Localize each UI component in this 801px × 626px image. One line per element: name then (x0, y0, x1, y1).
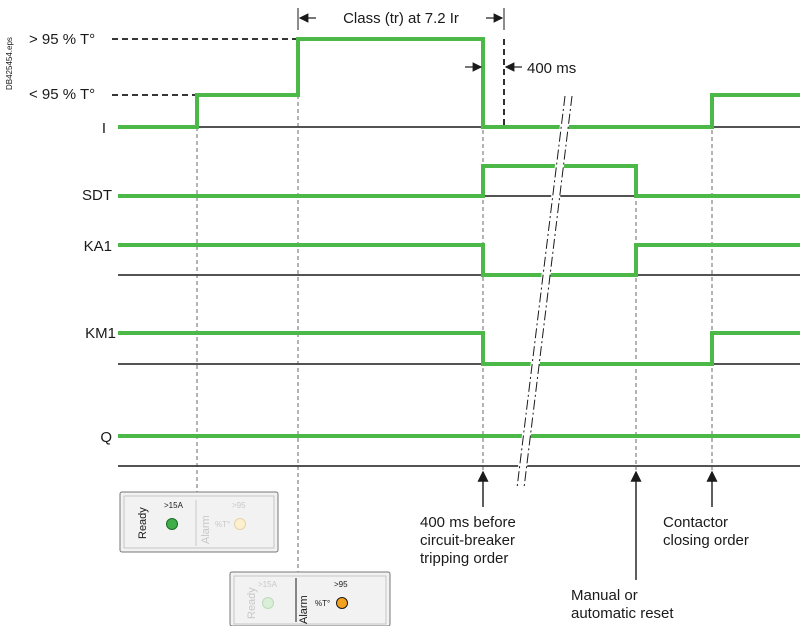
delay-label: 400 ms (527, 60, 576, 77)
panel2-ready-label: Ready (246, 587, 258, 619)
panel2-ready-led-icon (262, 597, 274, 609)
panel1-threshold-label: >95 (232, 501, 246, 510)
time-break-line-right (523, 95, 573, 489)
panel2-unit-label: %T° (315, 599, 330, 608)
level-high-label: > 95 % T° (29, 31, 95, 48)
signal-label-km1: KM1 (85, 325, 116, 342)
panel1-ready-led-icon (166, 518, 178, 530)
waveform-km1 (118, 331, 800, 366)
doc-id: DB425454.eps (5, 37, 14, 90)
time-break-line-left (516, 95, 566, 489)
panel2-alarm-label: Alarm (298, 595, 310, 624)
panel1-unit-label: %T° (215, 520, 230, 529)
indicator-panel-1: Ready >15A Alarm >95 %T° (119, 491, 279, 553)
signal-label-q: Q (100, 429, 112, 446)
waveform-sdt (118, 164, 800, 198)
level-low-label: < 95 % T° (29, 86, 95, 103)
panel1-alarm-led-icon (234, 518, 246, 530)
signal-label-i: I (102, 120, 106, 137)
waveform-ka1 (118, 243, 800, 277)
panel1-current-label: >15A (164, 501, 184, 510)
signal-label-sdt: SDT (82, 187, 112, 204)
panel2-threshold-label: >95 (334, 580, 348, 589)
waveform-i (118, 37, 800, 129)
panel2-alarm-led-icon (336, 597, 348, 609)
panel1-alarm-label: Alarm (200, 515, 212, 544)
signal-label-ka1: KA1 (84, 238, 112, 255)
panel1-ready-label: Ready (137, 507, 149, 539)
indicator-panel-2: Ready >15A Alarm >95 %T° (229, 571, 391, 626)
panel2-current-label: >15A (258, 580, 278, 589)
time-break-gap (515, 95, 573, 489)
class-label: Class (tr) at 7.2 Ir (343, 10, 459, 27)
